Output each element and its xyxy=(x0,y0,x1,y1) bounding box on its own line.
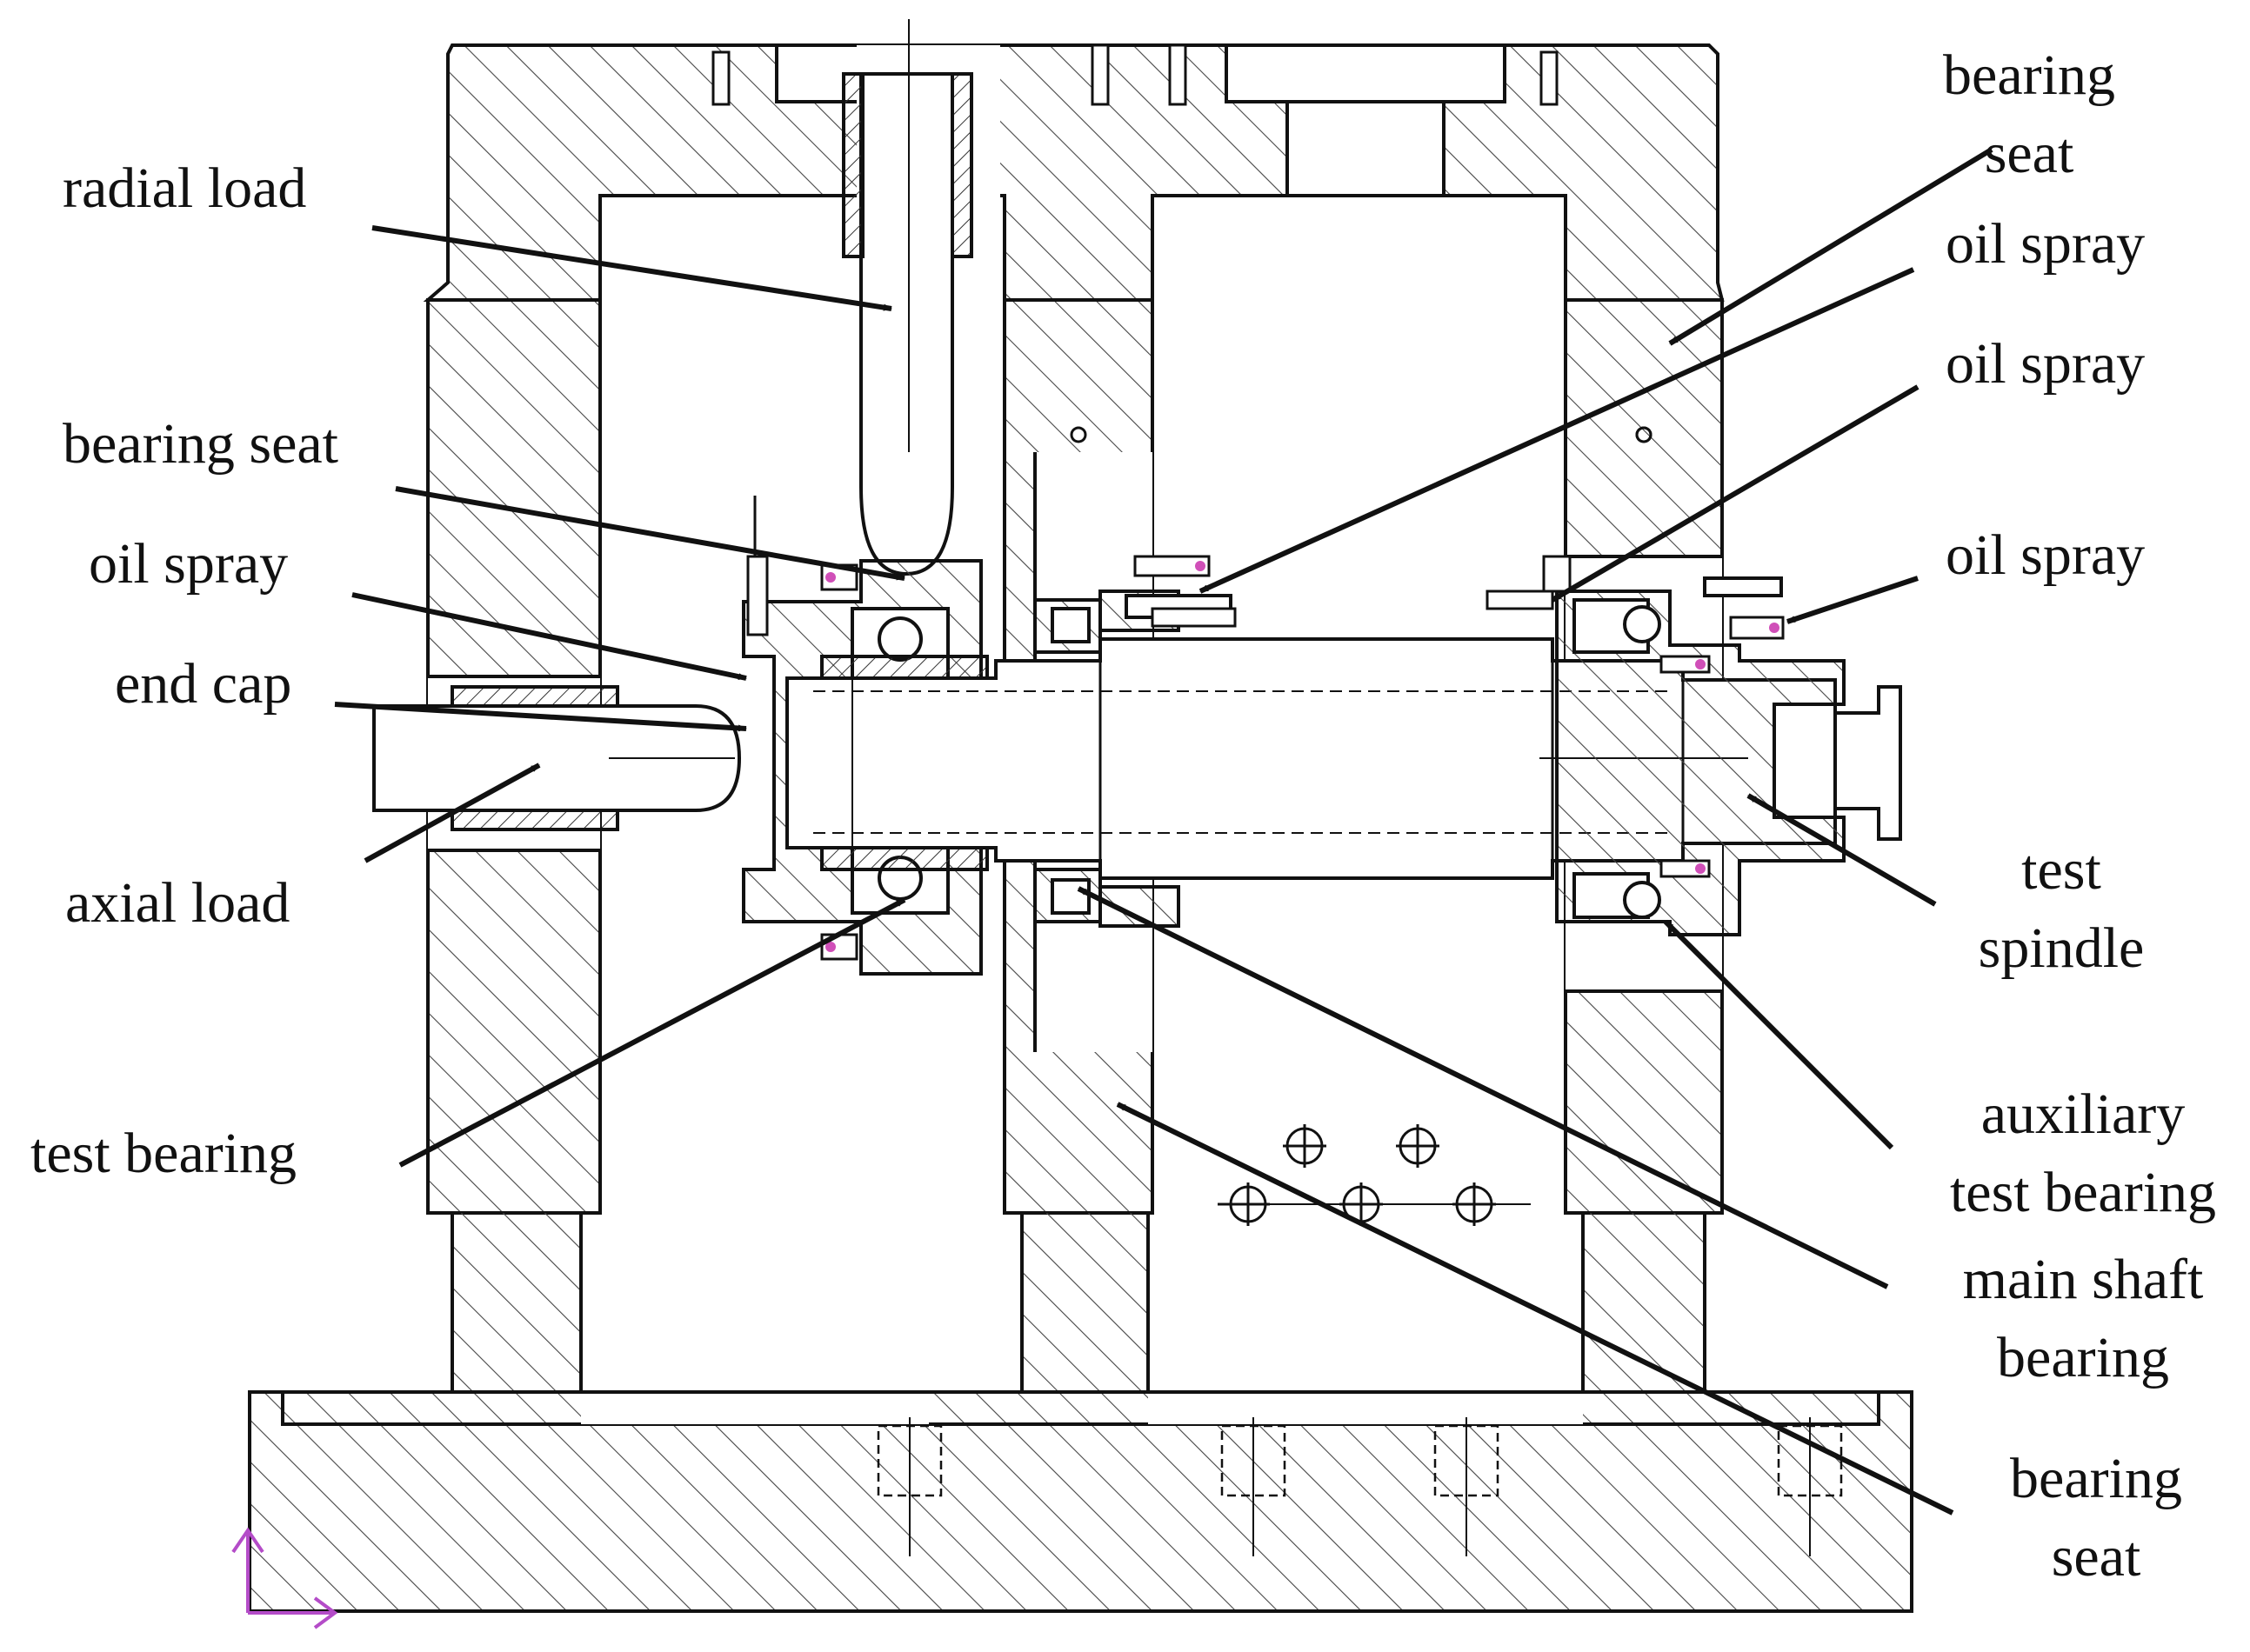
leader-oil-spray-left xyxy=(351,592,747,681)
bolt-accents xyxy=(825,561,1779,952)
label-oil-spray-right-3: oil spray xyxy=(1946,523,2145,587)
label-test-bearing: test bearing xyxy=(30,1122,297,1185)
label-oil-spray-left: oil spray xyxy=(89,532,288,596)
label-auxiliary-test-bearing-line-1: auxiliary xyxy=(1981,1082,2186,1146)
leader-bearing-seat-bottom-right xyxy=(1116,1102,1954,1515)
leader-radial-load xyxy=(371,225,892,311)
right-bearing-housing xyxy=(1555,576,1846,936)
leader-oil-spray-right-2 xyxy=(1551,384,1920,603)
radial-load-rod xyxy=(842,19,973,576)
leader-test-spindle xyxy=(1746,793,1937,907)
left-pillar xyxy=(426,298,602,1394)
label-bearing-seat-top-right-line-1: bearing xyxy=(1943,43,2115,107)
leader-auxiliary-test-bearing xyxy=(1663,919,1894,1150)
label-auxiliary-test-bearing-line-2: test bearing xyxy=(1950,1161,2216,1224)
axis-marker xyxy=(231,1527,338,1629)
labels: radial load bearing seat oil spray end c… xyxy=(30,43,2216,1589)
leader-main-shaft-bearing xyxy=(1077,886,1889,1289)
middle-bearing xyxy=(1033,590,1232,928)
top-bolts xyxy=(711,43,1559,106)
leader-oil-spray-right-3 xyxy=(1786,576,1919,624)
axial-load-rod xyxy=(372,685,742,831)
label-test-spindle-line-2: spindle xyxy=(1979,916,2145,980)
leader-bearing-seat-left xyxy=(395,486,905,581)
base-plate xyxy=(248,1390,1913,1613)
leader-oil-spray-right-1 xyxy=(1198,267,1915,594)
label-axial-load: axial load xyxy=(65,871,290,935)
leader-lines xyxy=(334,147,1993,1515)
label-end-cap: end cap xyxy=(115,652,291,716)
label-bearing-seat-top-right-line-2: seat xyxy=(1985,122,2074,185)
label-main-shaft-bearing-line-1: main shaft xyxy=(1963,1248,2204,1311)
leader-end-cap xyxy=(334,702,747,732)
label-oil-spray-right-2: oil spray xyxy=(1946,332,2145,396)
leader-bearing-seat-top-right xyxy=(1668,147,1993,346)
label-bearing-seat-bottom-right-line-2: seat xyxy=(2052,1525,2141,1589)
label-bearing-seat-left: bearing seat xyxy=(63,412,338,476)
label-main-shaft-bearing-line-2: bearing xyxy=(1997,1326,2169,1389)
label-bearing-seat-bottom-right-line-1: bearing xyxy=(2010,1447,2182,1510)
leader-test-bearing xyxy=(398,897,906,1168)
bolt-holes xyxy=(1070,426,1652,1226)
spindle-flange xyxy=(1833,685,1902,841)
top-frame xyxy=(423,43,1725,302)
leader-axial-load xyxy=(364,763,541,863)
label-test-spindle-line-1: test xyxy=(2021,838,2101,902)
label-oil-spray-right-1: oil spray xyxy=(1946,212,2145,276)
label-radial-load: radial load xyxy=(63,157,306,220)
